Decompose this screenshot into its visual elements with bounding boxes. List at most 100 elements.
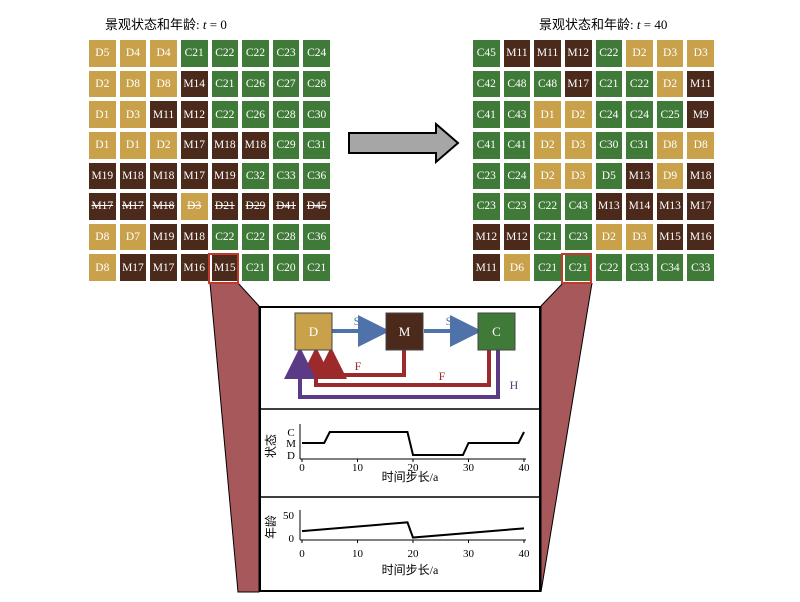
left-grid-cell-r4c2: D1 <box>117 129 149 161</box>
right-grid-cell-r2c4: M17 <box>562 68 594 100</box>
right-grid-cell-r7c6: D3 <box>624 221 655 253</box>
right-grid-cell-r3c4: D2 <box>562 99 594 130</box>
left-grid-cell-r4c1: D1 <box>87 129 118 161</box>
right-grid-cell-r3c8: M9 <box>685 99 716 130</box>
left-grid-cell-label: M18 <box>213 139 236 152</box>
right-grid-cell-r6c3: C22 <box>532 191 563 222</box>
left-grid-cell-r3c2: D3 <box>117 99 149 130</box>
right-grid-cell-r1c2: M11 <box>501 38 533 69</box>
right-grid-cell-label: M12 <box>475 231 498 244</box>
right-grid-cell-label: C42 <box>476 77 496 90</box>
left-grid-cell-r7c1: D8 <box>87 221 118 253</box>
left-grid-cell-r1c5: C22 <box>209 38 241 69</box>
left-grid-cell-label: M16 <box>183 261 206 274</box>
box-d-label: D <box>309 324 318 339</box>
left-grid-cell-label: D4 <box>156 47 171 60</box>
right-grid-cell-label: D2 <box>632 47 647 60</box>
right-grid-cell-label: C23 <box>476 169 496 182</box>
right-grid-cell-label: C30 <box>599 139 619 152</box>
right-grid-cell-r3c6: C24 <box>624 99 655 130</box>
right-grid-cell-r7c3: C21 <box>532 221 563 253</box>
right-grid-cell-r4c4: D3 <box>562 129 594 161</box>
right-grid-cell-r2c5: C21 <box>593 68 625 100</box>
left-grid-cell-r5c6: C32 <box>240 160 271 192</box>
right-grid-cell-label: M13 <box>597 200 620 213</box>
left-grid-cell-label: M19 <box>152 231 175 244</box>
left-grid-cell-r1c7: C23 <box>270 38 302 69</box>
left-grid-cell-r5c2: M18 <box>117 160 149 192</box>
arrow-s1-label: S <box>354 314 361 328</box>
right-grid-cell-r8c1: M11 <box>471 252 502 283</box>
right-grid-cell-label: D3 <box>632 231 647 244</box>
left-grid-cell-r6c1: M17 <box>87 191 118 222</box>
right-grid-cell-label: D1 <box>540 108 555 121</box>
right-grid-cell-label: C23 <box>568 231 588 244</box>
right-grid-cell-label: D8 <box>663 139 678 152</box>
left-grid-cell-label: D8 <box>125 77 140 90</box>
right-grid-cell-r8c5: C22 <box>593 252 625 283</box>
right-grid-cell-r5c1: C23 <box>471 160 502 192</box>
right-grid-cell-label: D2 <box>540 169 555 182</box>
right-grid-cell-r8c2: D6 <box>501 252 533 283</box>
arrow-h-label: H <box>510 378 519 392</box>
right-grid-cell-label: M9 <box>692 108 709 121</box>
left-grid-cell-label: M17 <box>122 261 144 274</box>
right-grid-cell-r1c6: D2 <box>624 38 655 69</box>
right-grid-cell-r6c2: C23 <box>501 191 533 222</box>
left-grid-cell-label: D2 <box>95 77 110 90</box>
right-grid-cell-r7c2: M12 <box>501 221 533 253</box>
right-grid-cell-label: C33 <box>629 261 650 274</box>
right-grid-cell-r7c5: D2 <box>593 221 625 253</box>
left-grid-cell-label: M14 <box>183 77 206 90</box>
left-grid-cell-label: C32 <box>245 169 266 182</box>
left-grid-cell-r1c2: D4 <box>117 38 149 69</box>
left-grid-title-text: 景观状态和年龄: <box>105 17 203 32</box>
right-grid-cell-r3c5: C24 <box>593 99 625 130</box>
left-grid-cell-r4c4: M17 <box>178 129 210 161</box>
left-grid-cell-r6c8: D45 <box>301 191 332 222</box>
right-grid-cell-label: M13 <box>659 200 681 213</box>
left-grid-cell-label: C22 <box>215 47 235 60</box>
box-disturbed <box>294 312 333 351</box>
arrow-f1-label: F <box>355 359 362 373</box>
right-grid-cell-label: D2 <box>601 231 616 244</box>
left-grid-cell-r3c8: C30 <box>301 99 332 130</box>
right-grid-cell-r7c4: C23 <box>562 221 594 253</box>
box-mid <box>385 312 424 351</box>
left-grid-cell-r1c8: C24 <box>301 38 332 69</box>
arrow-h-c-to-d <box>284 347 500 399</box>
right-grid-cell-label: D3 <box>571 139 586 152</box>
left-grid-cell-label: D41 <box>276 200 296 213</box>
left-grid-cell-r6c2: M17 <box>117 191 149 222</box>
left-grid-cell-label: C20 <box>276 261 296 274</box>
left-grid-cell-label: C30 <box>307 108 327 121</box>
left-grid-cell-label: D45 <box>306 200 327 213</box>
left-grid-cell-label: C23 <box>276 47 296 60</box>
left-grid-cell-r4c3: D2 <box>148 129 179 161</box>
right-grid-title: 景观状态和年龄: t = 40 <box>539 14 667 33</box>
left-grid-title: 景观状态和年龄: t = 0 <box>105 14 227 33</box>
right-grid-cell-r4c8: D8 <box>685 129 716 161</box>
left-grid-cell-r7c7: C28 <box>270 221 302 253</box>
left-grid-cell-r8c4: M16 <box>178 252 210 283</box>
highlight-cell-left <box>208 253 239 284</box>
right-grid-cell-r8c3: C21 <box>532 252 563 283</box>
right-grid-cell-label: M11 <box>690 77 712 90</box>
left-grid-cell-r2c7: C27 <box>270 68 302 100</box>
left-grid-cell-label: D2 <box>156 139 171 152</box>
left-grid-cell-label: D5 <box>95 47 110 60</box>
left-grid-cell-label: C22 <box>245 231 266 244</box>
right-grid-cell-r7c8: M16 <box>685 221 716 253</box>
right-grid-cell-label: C45 <box>476 47 496 60</box>
right-grid-cell-r2c1: C42 <box>471 68 502 100</box>
left-grid-cell-r3c4: M12 <box>178 99 210 130</box>
right-grid-cell-label: D2 <box>571 108 586 121</box>
right-grid-cell-label: C21 <box>537 231 558 244</box>
left-grid-cell-label: C27 <box>276 77 296 90</box>
right-grid-cell-r7c1: M12 <box>471 221 502 253</box>
right-grid-cell-label: C41 <box>476 139 496 152</box>
right-grid-cell-label: D3 <box>693 47 708 60</box>
right-grid-cell-label: C24 <box>599 108 619 121</box>
left-grid-cell-r2c3: D8 <box>148 68 179 100</box>
